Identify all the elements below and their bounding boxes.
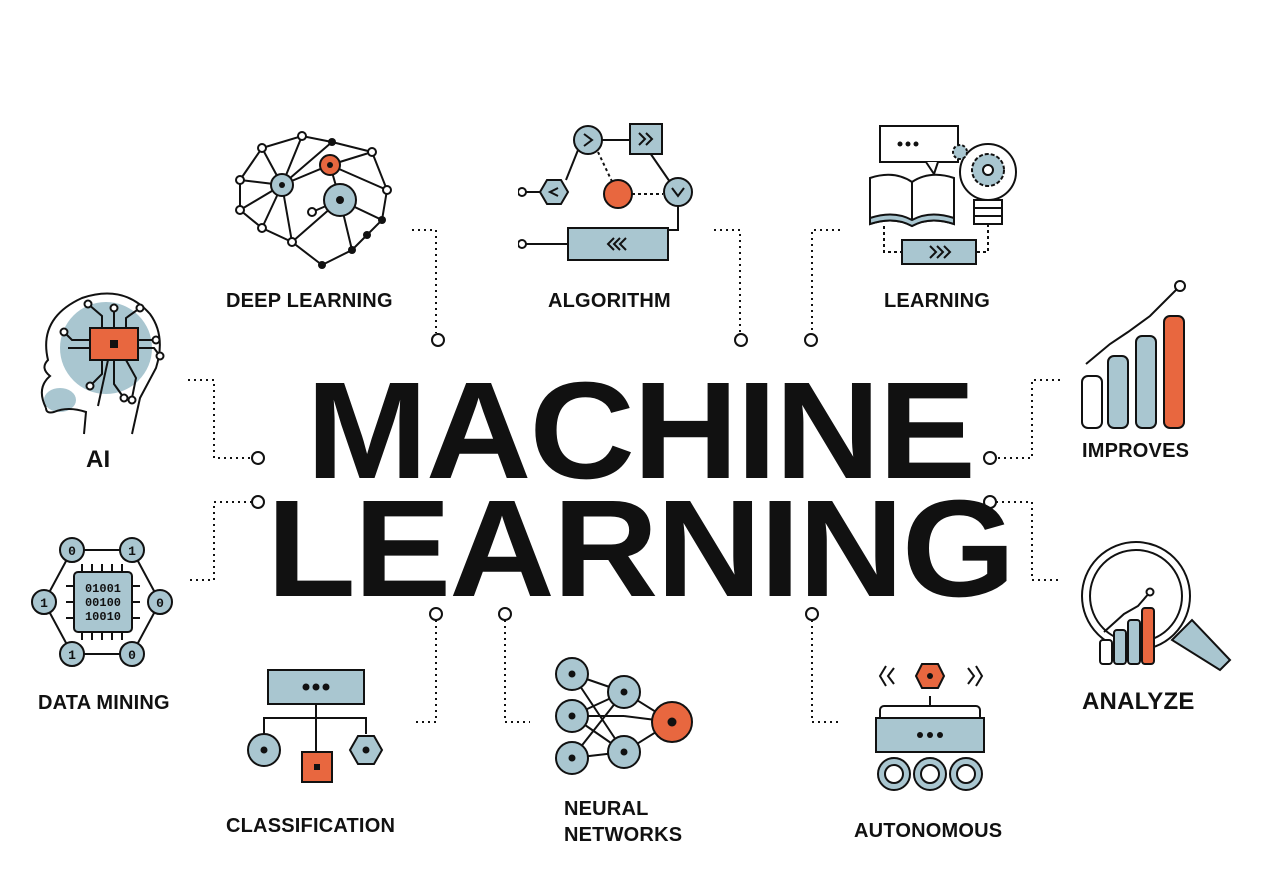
label-networks: NETWORKS: [564, 824, 683, 846]
label-autonomous: AUTONOMOUS: [854, 820, 1003, 842]
classification-tree-icon: [247, 669, 384, 783]
neural-network-icon: [555, 657, 693, 775]
label-data-mining: DATA MINING: [38, 692, 170, 714]
binary-row-1: 01001: [85, 582, 121, 596]
node-digit: 1: [40, 596, 48, 611]
label-improves: IMPROVES: [1082, 440, 1190, 462]
label-deep-learning: DEEP LEARNING: [226, 290, 393, 312]
node-digit: 0: [128, 648, 136, 663]
label-learning: LEARNING: [884, 290, 991, 312]
brain-network-icon: [235, 131, 392, 269]
label-algorithm: ALGORITHM: [548, 290, 671, 312]
magnifier-chart-icon: [1081, 541, 1232, 672]
label-neural: NEURAL: [564, 798, 649, 820]
robot-rover-icon: [875, 663, 985, 791]
label-ai: AI: [86, 446, 111, 473]
label-classification: CLASSIFICATION: [226, 815, 396, 837]
node-digit: 1: [68, 648, 76, 663]
bar-chart-growth-icon: [1081, 280, 1186, 429]
book-lightbulb-icon: [869, 125, 1017, 265]
binary-row-2: 00100: [85, 596, 121, 610]
title-learning: LEARNING: [266, 472, 1016, 626]
ai-head-icon: [40, 292, 165, 435]
binary-row-3: 10010: [85, 610, 121, 624]
algorithm-flow-icon: [518, 123, 693, 261]
binary-hexagon-icon: 01001 00100 10010 0 1 1 0 1 0: [31, 537, 173, 667]
label-analyze: ANALYZE: [1082, 688, 1195, 715]
node-digit: 0: [156, 596, 164, 611]
node-digit: 1: [128, 544, 136, 559]
node-digit: 0: [68, 544, 76, 559]
title-machine: MACHINE: [306, 354, 976, 508]
